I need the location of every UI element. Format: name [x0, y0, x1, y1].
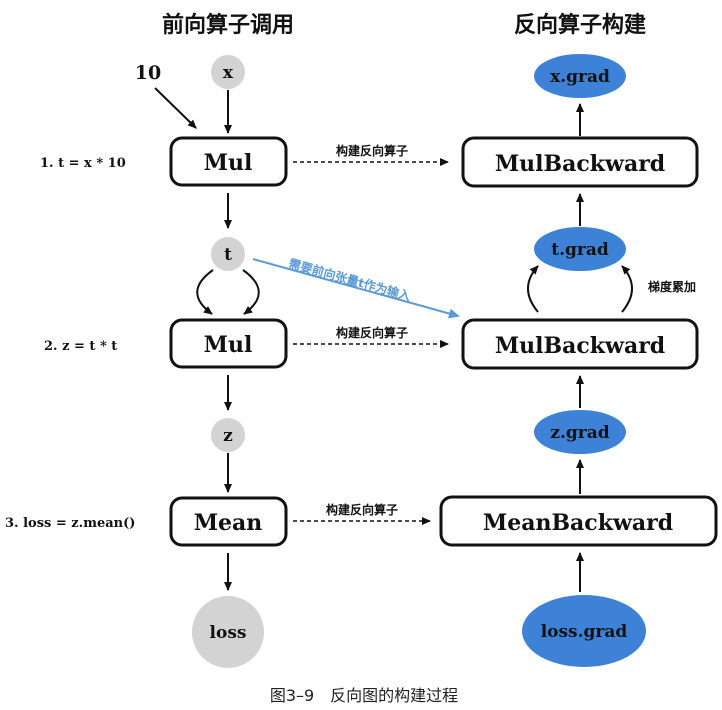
node-z-label: z: [223, 426, 233, 446]
needs-input-label: 需要前向张量t作为输入: [287, 255, 412, 303]
arrow-accumulate-right: [621, 265, 633, 313]
backward-op-mean-label: MeanBackward: [483, 510, 673, 536]
node-t: [211, 237, 245, 271]
backward-op-mul2-label: MulBackward: [495, 333, 665, 359]
backward-op-mul1-label: MulBackward: [495, 151, 665, 177]
grad-t: [534, 227, 626, 271]
forward-op-mul2-label: Mul: [204, 332, 253, 358]
arrow-t-to-mul2-right: [242, 269, 260, 315]
node-x-label: x: [223, 63, 234, 83]
backward-op-mul2: [461, 318, 699, 370]
grad-z: [534, 410, 626, 454]
grad-x-label: x.grad: [550, 67, 610, 87]
step-1-label: 1. t = x * 10: [40, 156, 126, 171]
grad-z-label: z.grad: [550, 423, 609, 443]
build-3-label: 构建反向算子: [326, 502, 398, 517]
forward-op-mean: [169, 496, 288, 547]
figure-caption: 图3–9 反向图的构建过程: [270, 686, 458, 705]
build-2-label: 构建反向算子: [336, 325, 408, 340]
grad-loss-label: loss.grad: [541, 622, 628, 642]
arrow-accumulate-left: [527, 265, 539, 313]
forward-op-mul1-label: Mul: [204, 150, 253, 176]
accumulate-label: 梯度累加: [648, 279, 696, 294]
node-t-label: t: [224, 245, 232, 265]
backward-op-mul1: [461, 136, 699, 188]
grad-t-label: t.grad: [551, 240, 609, 260]
backward-op-mean: [439, 495, 718, 547]
arrow-t-to-mul2-left: [196, 269, 214, 315]
node-x: [211, 55, 245, 89]
grad-loss: [522, 595, 646, 667]
grad-x: [534, 54, 626, 98]
step-2-label: 2. z = t * t: [44, 339, 117, 354]
step-3-label: 3. loss = z.mean(): [5, 516, 135, 531]
node-loss-label: loss: [210, 623, 247, 643]
forward-op-mul1: [169, 136, 288, 187]
forward-op-mean-label: Mean: [194, 510, 263, 536]
forward-op-mul2: [169, 318, 288, 369]
forward-heading: 前向算子调用: [162, 12, 294, 38]
build-1-label: 构建反向算子: [336, 143, 408, 158]
arrow-const-to-mul1: [154, 87, 197, 129]
blue-arrow-t-to-mulbackward: [252, 258, 460, 319]
node-z: [211, 418, 245, 452]
node-loss: [192, 596, 264, 668]
const-10-label: 10: [135, 62, 161, 84]
backward-heading: 反向算子构建: [514, 12, 646, 38]
